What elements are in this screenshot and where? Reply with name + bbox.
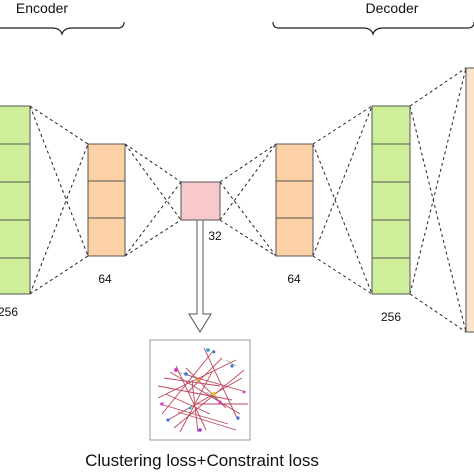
decoder-64-label: 64 [287, 272, 301, 286]
decoder-brace [272, 21, 474, 36]
encoder-256-label: 256 [0, 305, 18, 319]
down-arrow [188, 219, 212, 333]
encoder-layer-256 [0, 105, 31, 295]
decoder-layer-64 [275, 143, 314, 257]
decoder-label: Decoder [366, 0, 419, 16]
loss-caption: Clustering loss+Constraint loss [85, 451, 319, 470]
encoder-64-label: 64 [98, 272, 112, 286]
decoder-256-label: 256 [381, 310, 401, 324]
connections [29, 67, 467, 333]
decoder-layer-256 [371, 105, 411, 295]
latent-layer-32 [180, 181, 221, 221]
latent-32-label: 32 [208, 229, 222, 243]
output-layer [465, 67, 474, 333]
encoder-brace [0, 21, 125, 36]
encoder-label: Encoder [16, 0, 68, 16]
encoder-layer-64 [87, 143, 126, 257]
clustering-graph-image [149, 339, 251, 441]
